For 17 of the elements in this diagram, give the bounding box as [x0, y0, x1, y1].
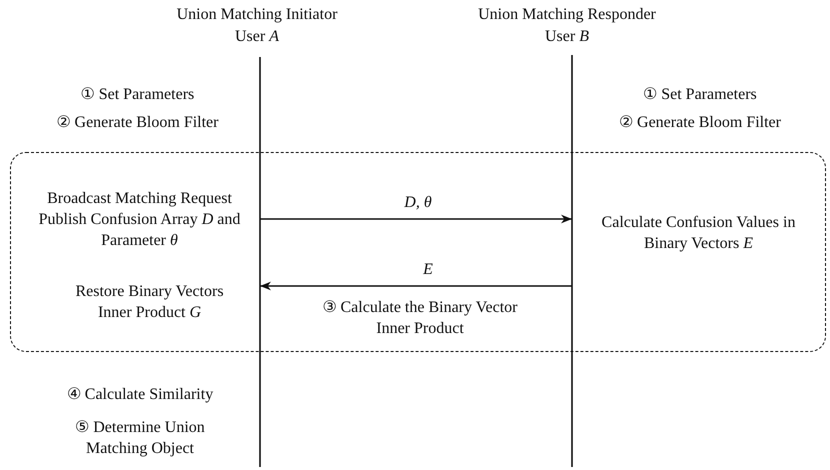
- participant-heading: Union Matching Initiator: [176, 5, 338, 25]
- step-text: ② Generate Bloom Filter: [618, 113, 782, 133]
- step-text: ② Generate Bloom Filter: [56, 113, 220, 133]
- step-text: ① Set Parameters: [80, 85, 196, 105]
- step-text: ① Set Parameters: [642, 85, 758, 105]
- step-text: Calculate Confusion Values in Binary Vectors E: [572, 212, 826, 258]
- participant-heading: User A: [234, 27, 280, 47]
- step-text: Restore Binary Vectors Inner Product G: [20, 280, 260, 326]
- participant-heading: Union Matching Responder: [477, 5, 657, 25]
- arrow: [260, 214, 572, 224]
- arrow: [260, 282, 572, 290]
- step-text: ③ Calculate the Binary Vector Inner Product: [322, 298, 518, 339]
- step-text: ④ Calculate Similarity: [66, 385, 214, 405]
- participant-heading: User B: [544, 27, 590, 47]
- step-text: ⑤ Determine Union Matching Object: [74, 418, 206, 459]
- step-text: Publish Confusion Array D and Parameter θ: [38, 210, 242, 250]
- step-text: Broadcast Matching Request: [46, 188, 233, 208]
